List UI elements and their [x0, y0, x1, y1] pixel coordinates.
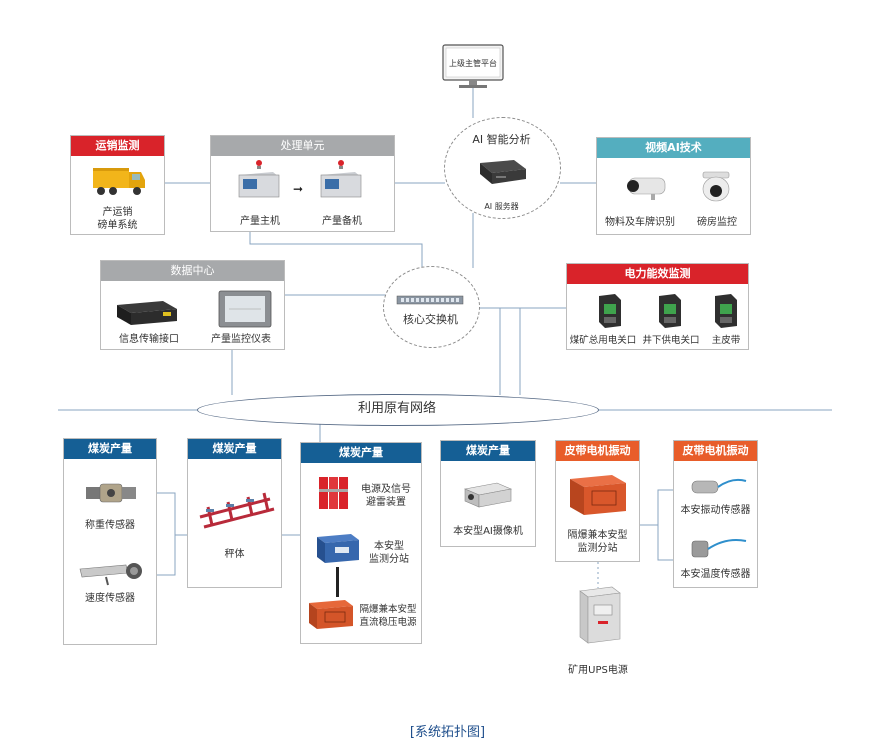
coal-output-box-2: 煤炭产量 秤体 [187, 438, 282, 588]
belt-vibration-box-2: 皮带电机振动 本安振动传感器 本安温度传感器 [673, 440, 758, 588]
power-meter-icon-1 [599, 294, 621, 328]
core-switch-circle [383, 266, 480, 348]
video-ai-item-2: 磅房监控 [697, 217, 737, 228]
ups-power-icon [579, 586, 621, 644]
power-monitor-item-3: 主皮带 [711, 335, 741, 346]
core-switch-label: 核心交换机 [403, 313, 458, 326]
coal-output-2-item-1: 秤体 [224, 549, 245, 560]
data-center-box: 数据中心 信息传输接口 产量监控仪表 [100, 260, 285, 350]
processing-unit-header: 处理单元 [211, 136, 394, 156]
sales-system-label-1: 产运销 [102, 207, 133, 218]
coal-output-3-item-3a: 隔爆兼本安型 [359, 604, 417, 615]
coal-output-box-3: 煤炭产量 电源及信号 避雷装置 本安型 监测分站 隔爆兼本安型 直流稳压电源 [300, 442, 422, 644]
power-monitor-item-1: 煤矿总用电关口 [569, 335, 637, 346]
temperature-sensor-icon [691, 539, 747, 558]
diagram-caption: [系统拓扑图] [409, 725, 486, 740]
coal-output-3-item-3b: 直流稳压电源 [359, 617, 417, 628]
coal-output-header-2: 煤炭产量 [188, 439, 281, 459]
coal-output-1-item-1: 称重传感器 [85, 520, 135, 531]
belt-vibration-1-item-1a: 隔爆兼本安型 [567, 530, 628, 541]
ups-label: 矿用UPS电源 [568, 665, 628, 676]
power-monitor-header: 电力能效监测 [567, 264, 748, 284]
video-ai-header: 视频AI技术 [597, 138, 750, 158]
dome-camera-icon [702, 171, 730, 202]
monitor-icon [442, 44, 504, 88]
belt-vibration-header-1: 皮带电机振动 [556, 441, 639, 461]
data-center-item-2: 产量监控仪表 [211, 334, 271, 345]
data-center-item-1: 信息传输接口 [119, 334, 179, 345]
coal-output-box-4: 煤炭产量 本安型AI摄像机 [440, 440, 536, 547]
top-platform-label: 上级主管平台 [449, 59, 497, 68]
power-monitor-item-2: 井下供电关口 [642, 335, 700, 346]
network-label: 利用原有网络 [357, 401, 436, 416]
ai-camera-icon [463, 482, 513, 508]
coal-output-3-item-2b: 监测分站 [369, 554, 409, 565]
sales-monitor-box: 运销监测 产运销 磅单系统 [70, 135, 165, 235]
backup-host-icon [320, 160, 362, 198]
coal-output-header-4: 煤炭产量 [441, 441, 535, 461]
coal-output-3-item-2a: 本安型 [374, 541, 404, 552]
ai-analysis-title: AI 智能分析 [472, 133, 531, 146]
power-monitor-box: 电力能效监测 煤矿总用电关口 井下供电关口 主皮带 [566, 263, 749, 350]
bullet-camera-icon [627, 177, 666, 200]
belt-vibration-1-item-1b: 监测分站 [577, 543, 618, 554]
belt-vibration-box-1: 皮带电机振动 隔爆兼本安型 监测分站 [555, 440, 640, 562]
video-ai-box: 视频AI技术 物料及车牌识别 磅房监控 [596, 137, 751, 235]
truck-icon [93, 168, 145, 195]
coal-output-3-item-1b: 避雷装置 [366, 497, 406, 508]
monitoring-substation-icon [317, 534, 359, 563]
coal-output-box-1: 煤炭产量 称重传感器 速度传感器 [63, 438, 157, 645]
belt-vibration-header-2: 皮带电机振动 [674, 441, 757, 461]
coal-output-1-item-2: 速度传感器 [85, 593, 135, 604]
video-ai-item-1: 物料及车牌识别 [605, 217, 675, 228]
coal-output-4-item-1: 本安型AI摄像机 [453, 526, 523, 537]
ai-server-label: AI 服务器 [484, 202, 519, 211]
top-platform-monitor: 上级主管平台 [441, 44, 505, 90]
ai-server-device [474, 157, 528, 187]
coal-output-header-3: 煤炭产量 [301, 443, 421, 463]
flameproof-substation-icon [570, 475, 626, 515]
processing-unit-box: 处理单元 ➞ 产量主机 产量备机 [210, 135, 395, 232]
server-icon [480, 160, 526, 184]
network-ellipse [197, 394, 599, 426]
transmission-interface-icon [117, 301, 177, 325]
coal-output-header-1: 煤炭产量 [64, 439, 156, 459]
speed-sensor-icon [79, 563, 142, 586]
backup-host-label: 产量备机 [322, 216, 362, 227]
surge-protector-icon [319, 477, 348, 509]
switch-icon [396, 295, 464, 305]
power-meter-icon-3 [715, 294, 737, 328]
load-cell-icon [86, 483, 136, 503]
sales-system-label-2: 磅单系统 [97, 220, 138, 231]
data-center-header: 数据中心 [101, 261, 284, 281]
substation-cable [336, 567, 339, 597]
belt-vibration-2-item-1: 本安振动传感器 [680, 505, 751, 516]
vibration-sensor-icon [691, 478, 747, 494]
belt-vibration-2-item-2: 本安温度传感器 [680, 569, 751, 580]
main-host-icon [238, 160, 280, 198]
monitor-instrument-icon [218, 290, 272, 328]
dc-power-supply-icon [309, 600, 353, 629]
coal-output-3-item-1a: 电源及信号 [361, 484, 411, 495]
host-arrow: ➞ [293, 182, 304, 196]
main-host-label: 产量主机 [240, 216, 280, 227]
power-meter-icon-2 [659, 294, 681, 328]
sales-monitor-header: 运销监测 [71, 136, 164, 156]
scale-body-icon [199, 492, 275, 529]
